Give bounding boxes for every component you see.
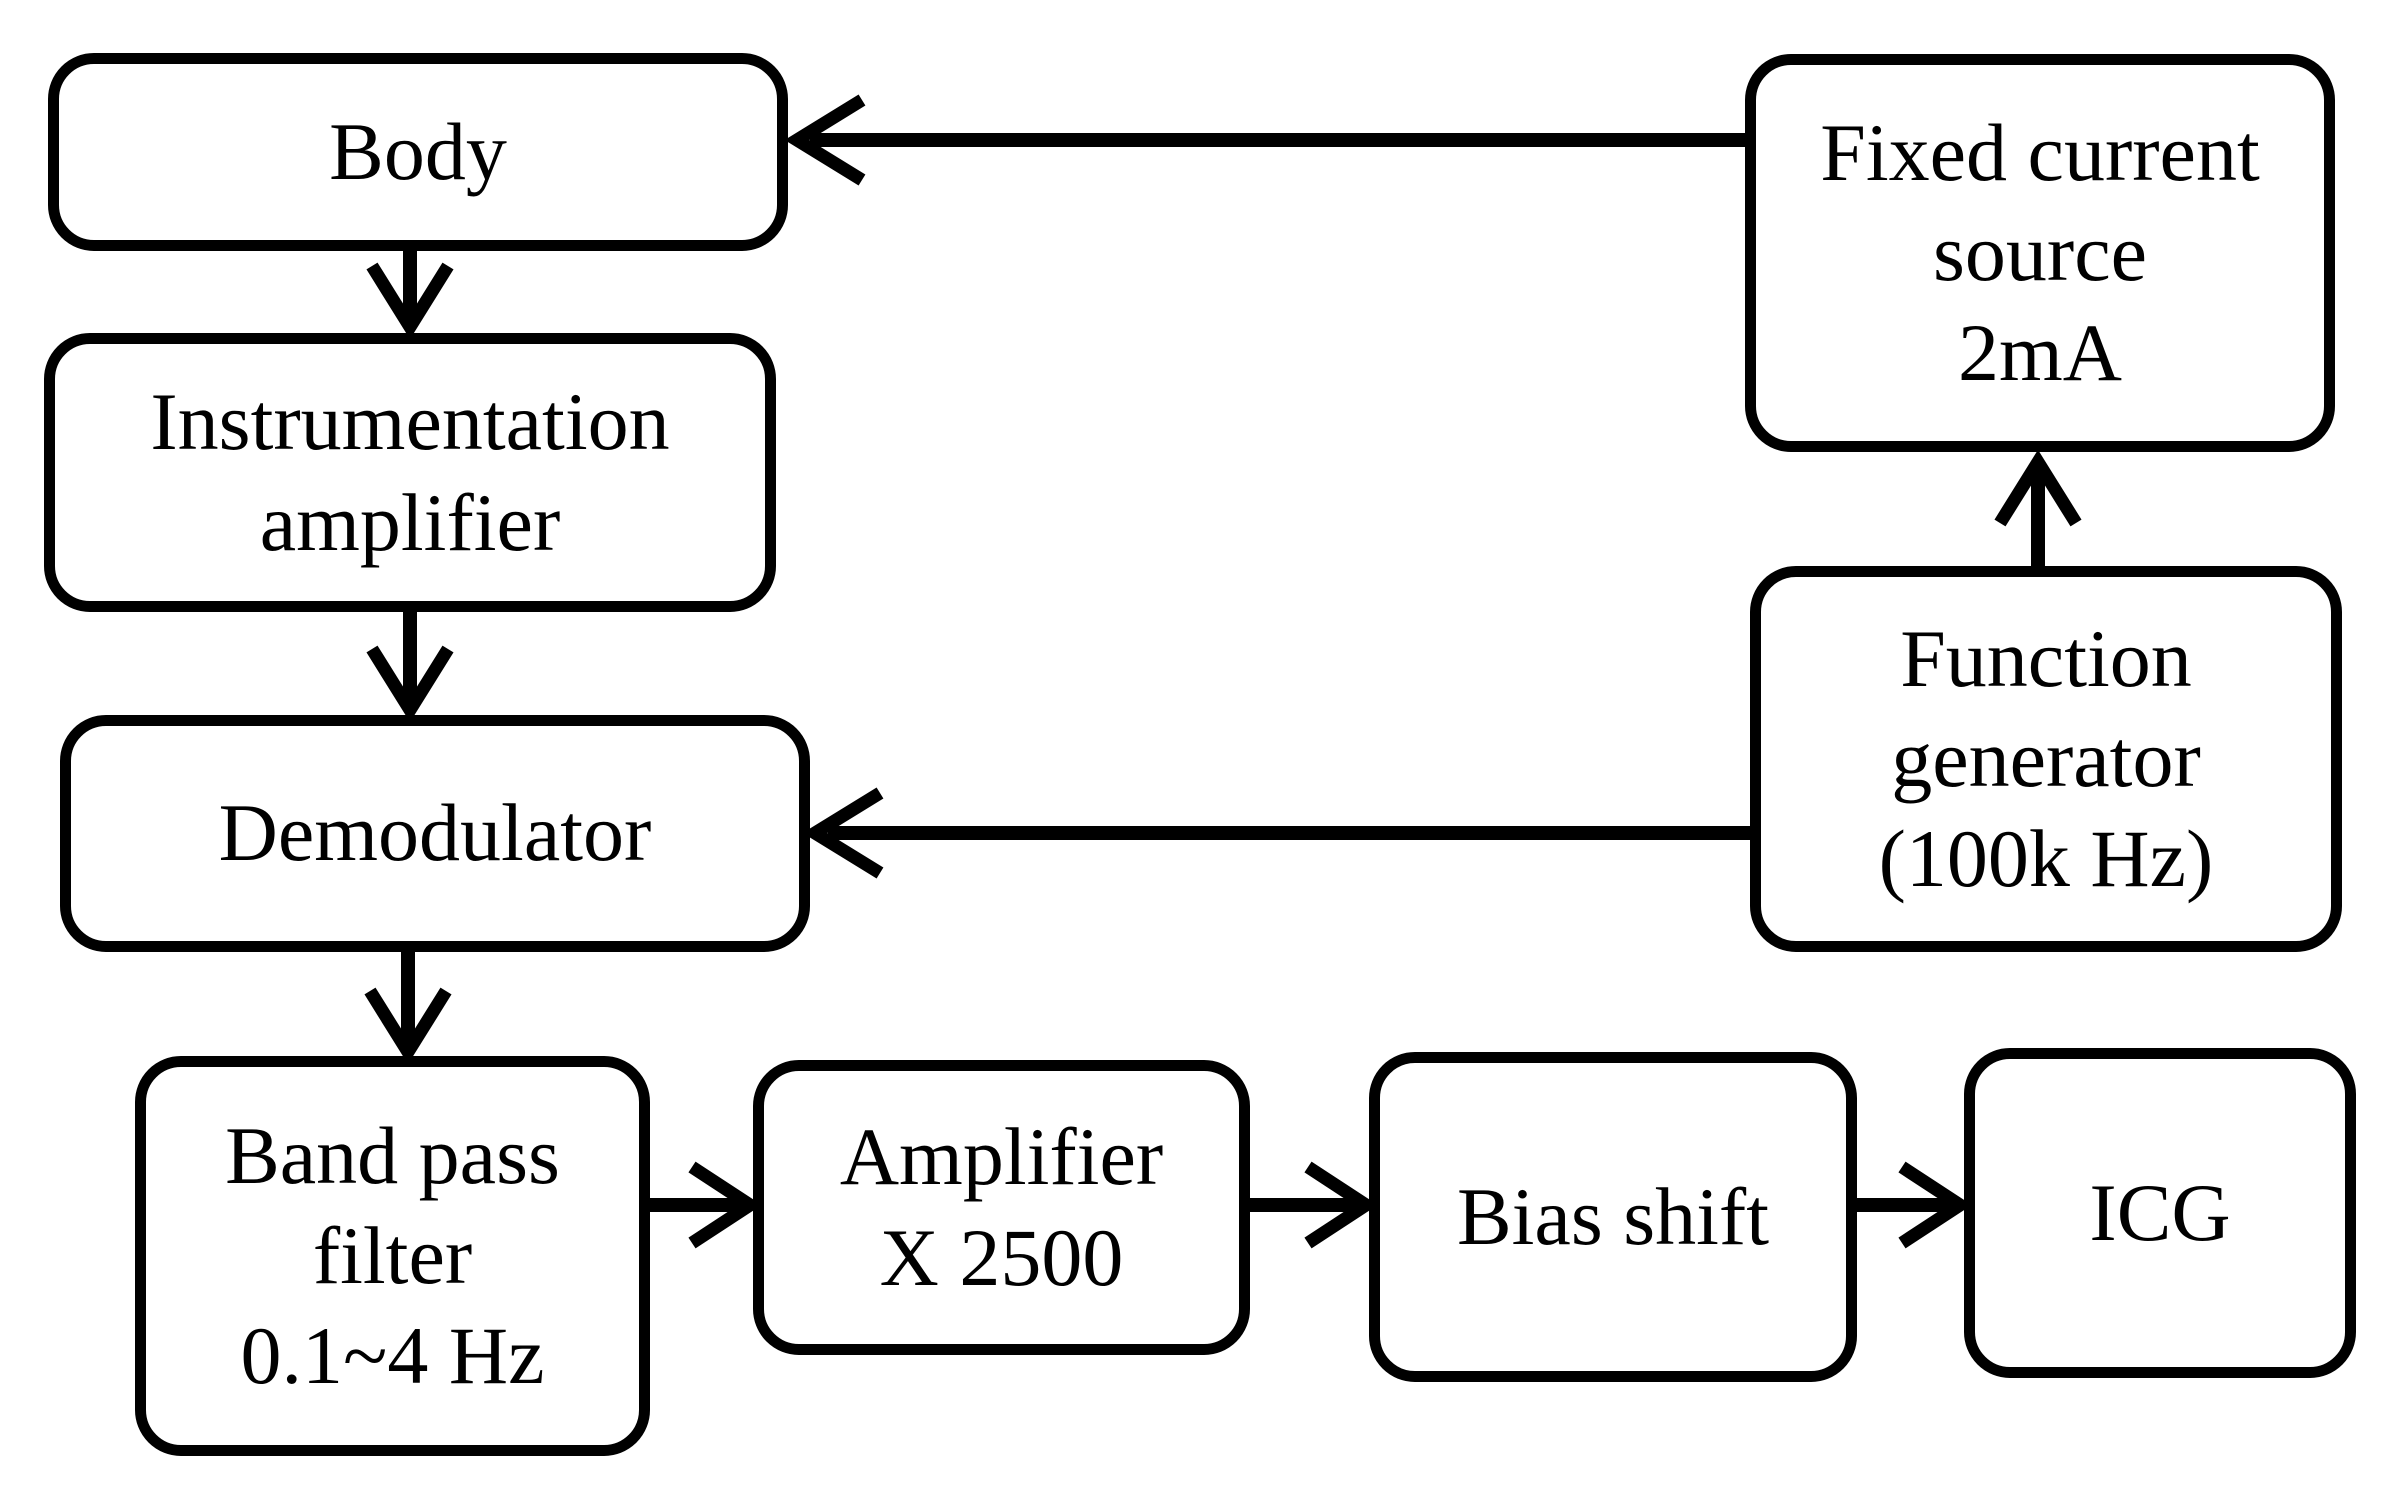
arrowhead-left-icon	[784, 94, 866, 186]
block-amplifier-line-0: Amplifier	[839, 1111, 1164, 1203]
block-band-pass-filter-line-2: 0.1~4 Hz	[240, 1310, 545, 1402]
block-instrumentation-amplifier-line-1: amplifier	[259, 476, 561, 568]
arrowhead-up-icon	[1994, 449, 2082, 527]
block-bias-shift-label: Bias shift	[1457, 1167, 1769, 1267]
block-function-generator-label: Function generator (100k Hz)	[1879, 609, 2214, 909]
arrowhead-down-icon	[366, 645, 454, 723]
arrowhead-down-icon	[366, 262, 454, 340]
block-instrumentation-amplifier: Instrumentation amplifier	[44, 333, 776, 612]
arrow-amplifier-to-bias-shift	[1250, 1161, 1378, 1249]
arrow-fixed-current-source-to-body	[784, 94, 1745, 186]
block-icg-label: ICG	[2089, 1163, 2230, 1263]
block-band-pass-filter-line-0: Band pass	[225, 1109, 560, 1201]
block-fixed-current-source: Fixed current source 2mA	[1745, 54, 2335, 452]
block-amplifier-line-1: X 2500	[879, 1211, 1124, 1303]
block-icg: ICG	[1964, 1048, 2356, 1378]
block-demodulator: Demodulator	[60, 715, 810, 952]
block-band-pass-filter-label: Band pass filter 0.1~4 Hz	[225, 1106, 560, 1406]
block-band-pass-filter-line-1: filter	[312, 1209, 473, 1301]
arrow-band-pass-filter-to-amplifier	[650, 1161, 762, 1249]
block-demodulator-line-0: Demodulator	[218, 787, 652, 879]
block-band-pass-filter: Band pass filter 0.1~4 Hz	[135, 1056, 650, 1456]
arrowhead-right-icon	[688, 1161, 762, 1249]
block-fixed-current-source-label: Fixed current source 2mA	[1820, 103, 2259, 403]
block-fixed-current-source-line-1: source	[1932, 206, 2147, 298]
block-function-generator-line-1: generator	[1891, 712, 2201, 804]
arrow-function-generator-to-fixed-current-source	[1994, 449, 2082, 566]
arrowhead-left-icon	[802, 787, 884, 879]
arrow-instrumentation-amplifier-to-demodulator	[366, 612, 454, 723]
block-body-label: Body	[329, 102, 507, 202]
arrowhead-down-icon	[364, 987, 452, 1065]
block-fixed-current-source-line-0: Fixed current	[1820, 106, 2260, 198]
block-function-generator: Function generator (100k Hz)	[1750, 566, 2342, 952]
block-icg-line-0: ICG	[2089, 1166, 2231, 1258]
block-amplifier-label: Amplifier X 2500	[840, 1107, 1163, 1307]
block-body-line-0: Body	[329, 105, 507, 197]
arrow-body-to-instrumentation-amplifier	[366, 251, 454, 340]
block-amplifier: Amplifier X 2500	[753, 1060, 1250, 1355]
block-instrumentation-amplifier-label: Instrumentation amplifier	[150, 372, 669, 572]
block-body: Body	[48, 53, 788, 251]
block-bias-shift: Bias shift	[1369, 1052, 1857, 1382]
block-bias-shift-line-0: Bias shift	[1456, 1170, 1770, 1262]
block-demodulator-label: Demodulator	[219, 783, 652, 883]
block-fixed-current-source-line-2: 2mA	[1958, 307, 2122, 399]
arrow-demodulator-to-band-pass-filter	[364, 952, 452, 1065]
block-instrumentation-amplifier-line-0: Instrumentation	[150, 376, 670, 468]
arrowhead-right-icon	[1898, 1161, 1972, 1249]
arrowhead-right-icon	[1304, 1161, 1378, 1249]
block-function-generator-line-2: (100k Hz)	[1878, 813, 2214, 905]
arrow-bias-shift-to-icg	[1857, 1161, 1972, 1249]
arrow-function-generator-to-demodulator	[802, 787, 1750, 879]
block-function-generator-line-0: Function	[1900, 612, 2192, 704]
